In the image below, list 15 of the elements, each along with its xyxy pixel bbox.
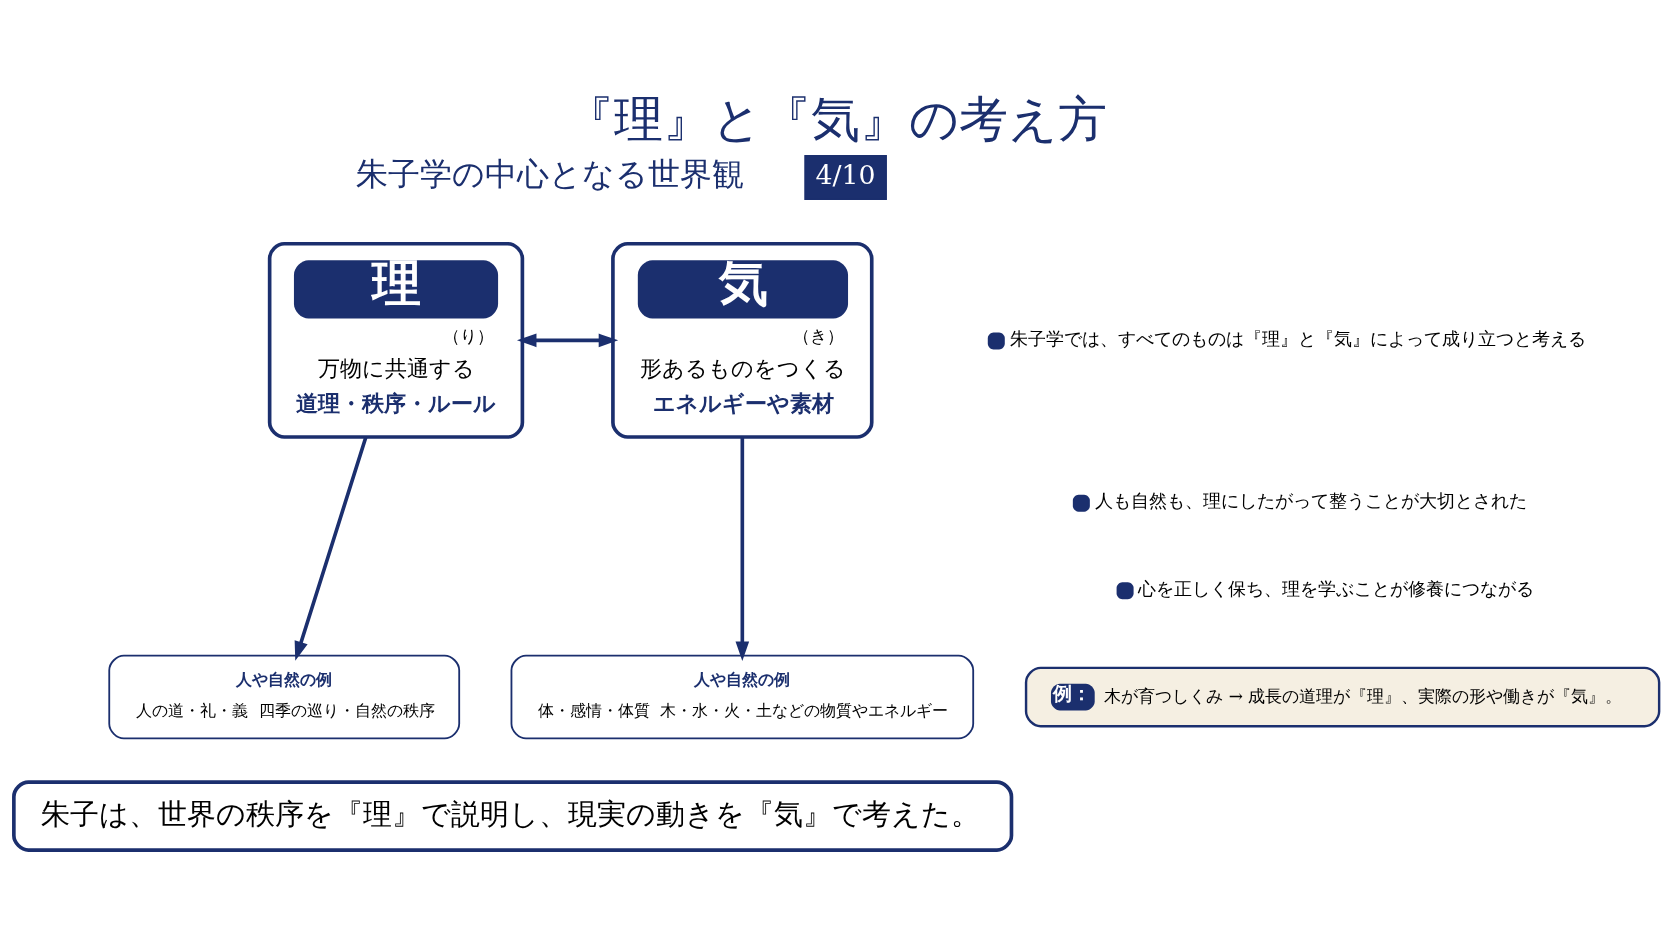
node-box: 人や自然の例 人の道・礼・義 四季の巡り・自然の秩序: [107, 654, 460, 739]
label: 朱子学では、すべてのものは『理』と『気』によって成り立つと考える: [1009, 327, 1586, 349]
label: 心を正しく保ち、理を学ぶことが修養につながる: [1137, 577, 1534, 599]
node-box: 例： 木が育つしくみ → 成長の道理が『理』、実際の形や働きが『気』。: [1024, 666, 1660, 727]
label: 朱子学の中心となる世界観: [355, 155, 744, 192]
node-box: 人や自然の例 体・感情・体質 木・水・火・土などの物質やエネルギー: [510, 654, 974, 739]
node-box: 気 （き） 形あるものをつくる エネルギーや素材: [610, 241, 874, 439]
arrow: [735, 436, 749, 661]
label: 4/10: [815, 158, 876, 190]
diagram-title: 『理』と『気』の考え方: [565, 90, 1107, 147]
node-box: 理 （り） 万物に共通する 道理・秩序・ルール: [267, 241, 524, 439]
label: 人も自然も、理にしたがって整うことが大切とされた: [1094, 489, 1527, 511]
arrow: [294, 435, 368, 661]
node-box: 朱子は、世界の秩序を『理』で説明し、現実の動きを『気』で考えた。: [11, 779, 1013, 852]
arrow: [516, 333, 618, 347]
